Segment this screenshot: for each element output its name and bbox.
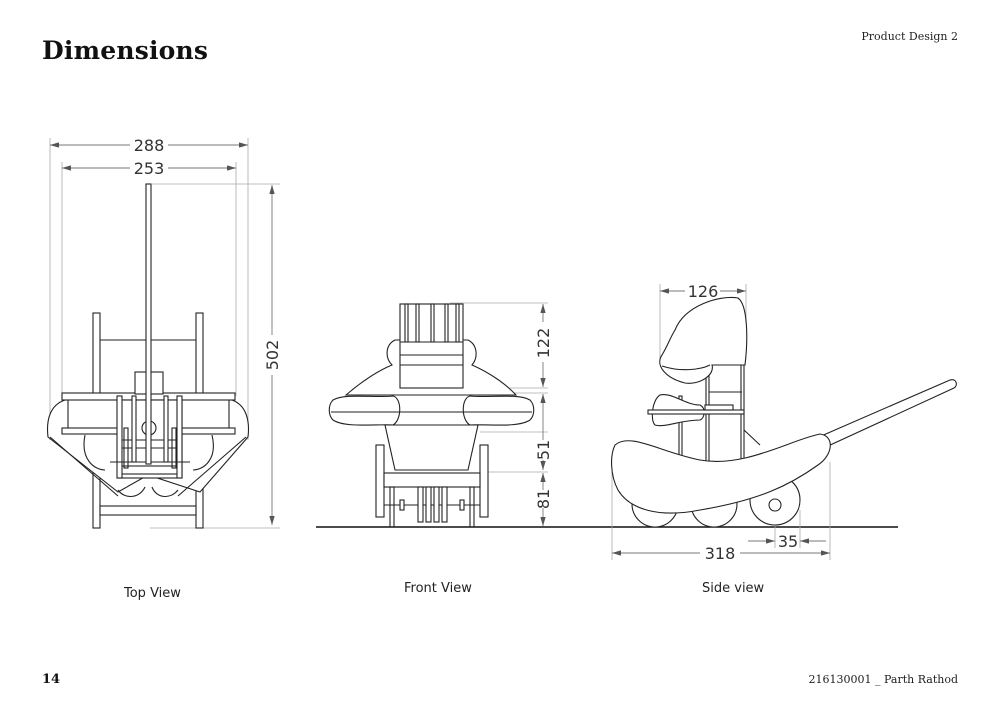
dim-35: 35 — [778, 532, 798, 551]
dim-126: 126 — [688, 282, 719, 301]
course-label: Product Design 2 — [861, 30, 958, 43]
caption-front-view: Front View — [404, 581, 472, 596]
page-title: Dimensions — [42, 36, 209, 65]
front-view-drawing: 122 51 81 — [328, 302, 553, 528]
top-view-drawing: 288 253 502 — [46, 136, 282, 529]
dim-502: 502 — [263, 340, 282, 371]
dim-51: 51 — [534, 440, 553, 460]
side-view-drawing: 126 318 35 — [611, 282, 957, 563]
dim-288: 288 — [134, 136, 165, 155]
caption-top-view: Top View — [124, 586, 181, 601]
author-label: 216130001 _ Parth Rathod — [808, 673, 958, 686]
page-number: 14 — [42, 672, 61, 687]
dim-122: 122 — [534, 328, 553, 359]
dim-318: 318 — [705, 544, 736, 563]
caption-side-view: Side view — [702, 581, 765, 596]
dim-253: 253 — [134, 159, 165, 178]
dim-81: 81 — [534, 489, 553, 509]
